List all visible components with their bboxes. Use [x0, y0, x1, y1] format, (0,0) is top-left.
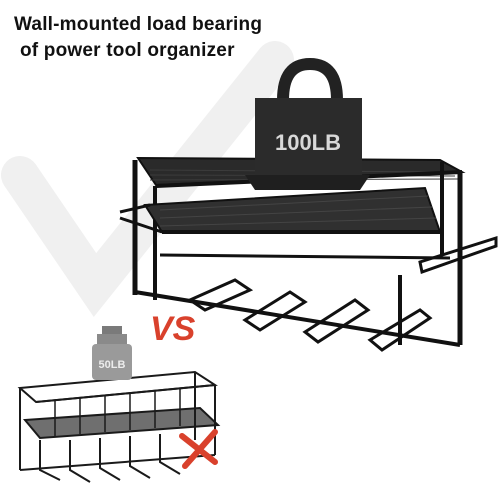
headline-line-2: of power tool organizer: [20, 40, 235, 61]
background-check-watermark: [1, 41, 294, 317]
heavy-weight-icon: 100LB: [245, 57, 370, 190]
heavy-weight-label: 100LB: [275, 130, 341, 155]
versus-label: VS: [150, 310, 196, 348]
light-weight-label: 50LB: [99, 359, 126, 371]
red-x-icon: [179, 429, 218, 469]
competitor-rack: [17, 370, 221, 483]
light-weight-icon: 50LB: [92, 326, 132, 380]
headline-line-1: Wall-mounted load bearing: [14, 14, 263, 35]
